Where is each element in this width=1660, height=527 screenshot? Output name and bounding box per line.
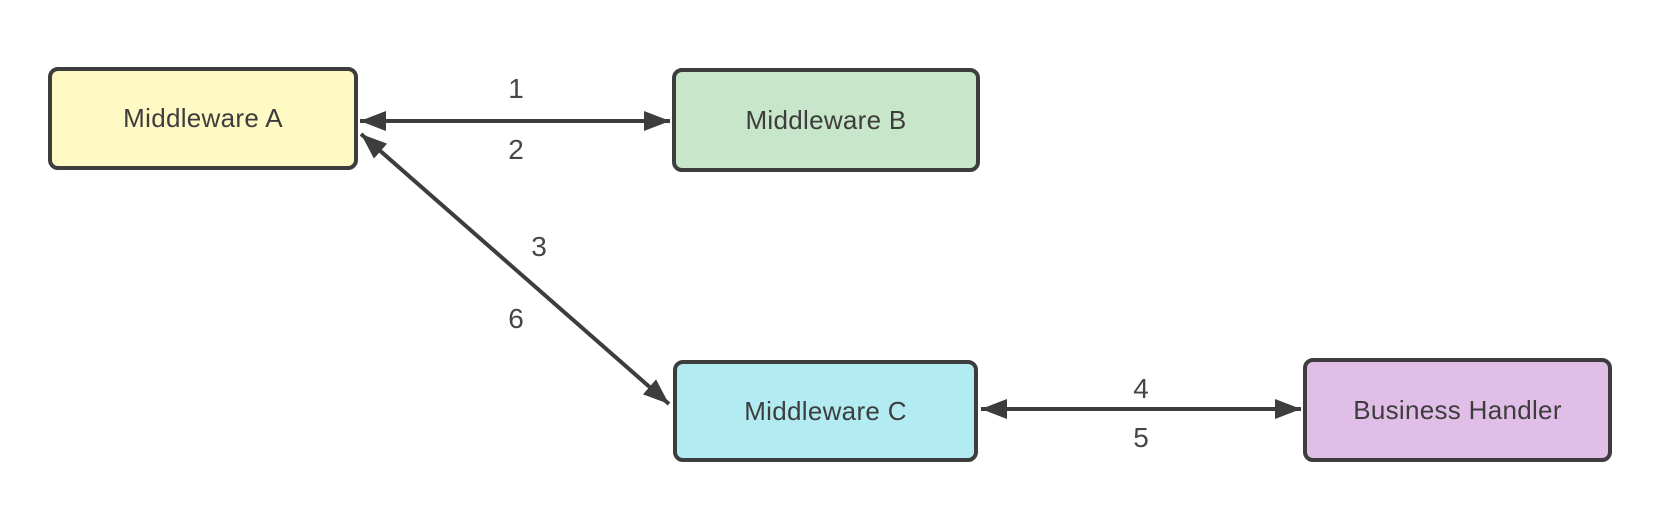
edge-a-c-label-bottom: 6	[508, 303, 524, 334]
node-middleware-a: Middleware A	[48, 67, 358, 170]
edge-a-c-arrow	[359, 132, 671, 406]
node-middleware-b: Middleware B	[672, 68, 980, 172]
node-middleware-a-label: Middleware A	[123, 103, 283, 133]
edge-c-handler-label-bottom: 5	[1133, 422, 1149, 453]
node-middleware-c: Middleware C	[673, 360, 978, 462]
node-business-handler: Business Handler	[1303, 358, 1612, 462]
node-business-handler-label: Business Handler	[1353, 394, 1562, 425]
edge-a-b-label-top: 1	[508, 73, 524, 104]
edge-c-handler-label-top: 4	[1133, 373, 1149, 404]
node-middleware-b-label: Middleware B	[745, 104, 907, 135]
edge-a-c-label-top: 3	[531, 231, 547, 262]
edge-a-b-label-bottom: 2	[508, 134, 524, 165]
node-middleware-c-label: Middleware C	[744, 395, 907, 426]
